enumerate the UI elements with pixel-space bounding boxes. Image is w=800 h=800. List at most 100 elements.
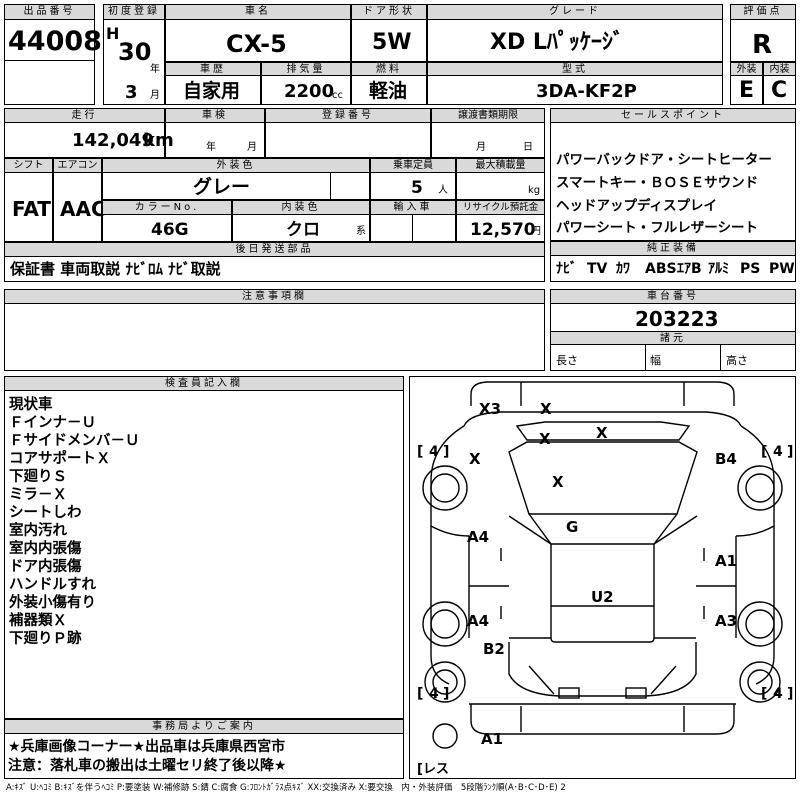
sales-points-label: セールスポイント <box>550 108 796 123</box>
lot-divider <box>4 60 95 61</box>
equipment-item: ｶﾜ <box>616 261 630 277</box>
era: H <box>106 24 120 43</box>
equipment-item: ABS <box>645 261 677 277</box>
tire-rear-left: 4 <box>429 686 439 702</box>
recycle-label: リサイクル預託金 <box>456 200 545 215</box>
inspector-line: シートしわ <box>9 505 82 521</box>
damage-code: X <box>469 450 481 468</box>
damage-code: X <box>596 424 608 442</box>
spare-label: [レス <box>417 762 449 777</box>
inspector-label: 検査員記入欄 <box>4 376 404 391</box>
color-no-label: カラーNo. <box>102 200 232 215</box>
exterior-grade-label: 外装 <box>730 62 763 76</box>
transfer-month-unit: 月 <box>476 142 486 153</box>
ac: AAC <box>60 197 106 221</box>
dims-label: 諸元 <box>550 331 796 345</box>
ext-color: グレー <box>193 176 251 198</box>
transfer-day-unit: 日 <box>523 142 533 153</box>
mileage-label: 走行 <box>4 108 165 123</box>
ext-color-divider <box>330 173 331 200</box>
recycle-unit: 円 <box>531 226 541 237</box>
inspector-line: 下廻りＰ跡 <box>9 631 82 647</box>
exterior-grade: E <box>739 78 755 103</box>
reg-month: 3 <box>125 82 138 103</box>
lot-number-label: 出品番号 <box>4 4 95 20</box>
tire-rear-right: 4 <box>773 686 783 702</box>
tire-fl-label: [ <box>417 444 423 460</box>
fuel-label: 燃料 <box>351 62 427 76</box>
sales-point: パワーシート・フルレザーシート <box>556 220 758 236</box>
shift: FAT <box>12 197 51 221</box>
tire-labels: [ 4 ] [ 4 ] [ 4 ] [ 4 ] [レス <box>417 444 793 777</box>
capacity: 5 <box>411 178 423 198</box>
int-color: クロ <box>286 220 320 240</box>
inspector-line: 外装小傷有り <box>9 595 96 611</box>
import-divider <box>412 215 413 242</box>
inspector-line: ミラ－Ｘ <box>9 487 67 503</box>
grade: XD Lﾊﾟｯｹｰｼﾞ <box>490 30 624 55</box>
door-label: ドア形状 <box>351 4 427 20</box>
capacity-unit: 人 <box>438 185 448 196</box>
inspector-line: 下廻りＳ <box>9 469 67 485</box>
damage-code: G <box>566 518 578 536</box>
inspector-line: ドア内張傷 <box>9 559 82 575</box>
equipment-item: TV <box>587 261 608 277</box>
equipment-item: ｱﾙﾐ <box>708 261 729 277</box>
int-color-label: 内装色 <box>232 200 370 215</box>
interior-grade-label: 内装 <box>763 62 796 76</box>
door-type: 5W <box>372 30 412 55</box>
damage-code: X <box>552 473 564 491</box>
recycle-fee: 12,570 <box>470 220 536 240</box>
model-code: 3DA-KF2P <box>536 81 637 102</box>
dims-divider <box>720 345 721 371</box>
car-outline <box>422 381 783 749</box>
reg-year: 30 <box>118 38 152 66</box>
damage-code: X <box>539 430 551 448</box>
tire-rr-label: ] <box>787 686 793 702</box>
car-name-label: 車名 <box>165 4 351 20</box>
later-parts-label: 後日発送部品 <box>4 242 545 257</box>
displacement-unit: cc <box>332 90 343 101</box>
damage-code: A1 <box>481 730 503 748</box>
tire-front-left: 4 <box>429 444 439 460</box>
sales-point: ヘッドアップディスプレイ <box>556 198 718 214</box>
year-unit: 年 <box>150 64 160 75</box>
damage-code: B2 <box>483 640 505 658</box>
displacement-label: 排気量 <box>261 62 351 76</box>
inspector-line: 補器類Ｘ <box>9 613 67 629</box>
mileage: 142,049 <box>72 130 154 151</box>
office-line: ★兵庫画像コーナー★出品車は兵庫県西宮市 <box>8 739 286 755</box>
equipment-item: PW <box>769 261 795 277</box>
model-label: 型式 <box>427 62 723 76</box>
import-label: 輸入車 <box>370 200 456 215</box>
tire-fr-label: [ <box>761 444 767 460</box>
damage-code: B4 <box>715 450 737 468</box>
damage-code: U2 <box>591 588 614 606</box>
inspector-line: Ｆインナ－Ｕ <box>9 415 96 431</box>
height-label: 高さ <box>726 354 748 367</box>
grade-label: グレード <box>427 4 723 20</box>
dims-divider <box>645 345 646 371</box>
history-label: 車歴 <box>165 62 261 76</box>
inspector-line: ハンドルすれ <box>9 577 96 593</box>
tire-front-right: 4 <box>773 444 783 460</box>
score: R <box>752 30 773 60</box>
inspector-line: 室内内張傷 <box>9 541 82 557</box>
equipment-item: ｴｱB <box>677 261 702 277</box>
chassis-label: 車台番号 <box>550 289 796 304</box>
inspector-line: コアサポートＸ <box>9 451 111 467</box>
damage-code: X <box>540 400 552 418</box>
lot-number: 44008 <box>8 26 102 57</box>
notes-label: 注意事項欄 <box>4 289 545 304</box>
color-no: 46G <box>151 220 189 240</box>
inspection-label: 車検 <box>165 108 265 123</box>
damage-code: X3 <box>479 400 501 418</box>
damage-code: A3 <box>715 612 737 630</box>
mileage-unit: km <box>143 130 174 151</box>
equipment-label: 純正装備 <box>550 241 796 256</box>
displacement: 2200 <box>284 81 335 102</box>
later-parts: 保証書 車両取説 ﾅﾋﾞﾛﾑ ﾅﾋﾞ取説 <box>10 260 221 278</box>
first-reg-label: 初度登録 <box>103 4 165 20</box>
